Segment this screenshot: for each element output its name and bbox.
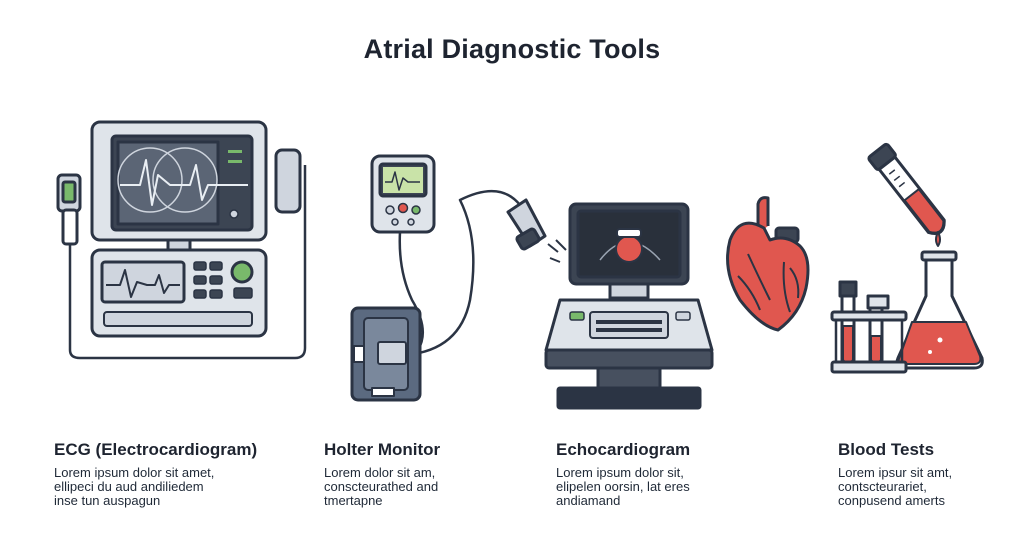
tool-description-line: Lorem ipsur sit amt, xyxy=(838,465,953,480)
blood-tests-icon xyxy=(830,142,984,374)
ecg-machine-icon xyxy=(56,120,307,360)
tool-description-line: Lorem ipsum dolor sit amet, xyxy=(54,465,215,480)
tool-heading: Echocardiogram xyxy=(556,440,691,459)
tool-description-line: Lorem dolor sit am, xyxy=(324,465,436,480)
tool-description-line: conpusend amerts xyxy=(838,493,945,508)
tool-description-line: andiamand xyxy=(556,493,621,508)
tool-caption-blood-tests: Blood Tests Lorem ipsur sit amt, contsct… xyxy=(838,440,1024,508)
tool-description-line: tmertapne xyxy=(324,493,383,508)
echocardiogram-machine-icon xyxy=(506,198,714,410)
tool-description-line: inse tun auspagun xyxy=(54,493,161,508)
tool-description-line: conscteurathed and xyxy=(324,479,439,494)
tool-caption-ecg: ECG (Electrocardiogram) Lorem ipsum dolo… xyxy=(54,440,274,508)
page-title: Atrial Diagnostic Tools xyxy=(363,34,661,64)
tool-description-line: ellipeci du aud andiliedem xyxy=(54,479,204,494)
tool-heading: Blood Tests xyxy=(838,440,935,459)
tool-description-line: Lorem ipsum dolor sit, xyxy=(556,465,684,480)
tool-caption-echocardiogram: Echocardiogram Lorem ipsum dolor sit, el… xyxy=(556,440,776,508)
tool-description-line: elipelen oorsin, lat eres xyxy=(556,479,690,494)
holter-monitor-icon xyxy=(350,154,521,402)
tool-heading: Holter Monitor xyxy=(324,440,441,459)
heart-icon xyxy=(726,196,810,332)
tool-caption-holter: Holter Monitor Lorem dolor sit am, consc… xyxy=(324,440,544,508)
tool-heading: ECG (Electrocardiogram) xyxy=(54,440,258,459)
tool-description-line: contscteurariet, xyxy=(838,479,927,494)
